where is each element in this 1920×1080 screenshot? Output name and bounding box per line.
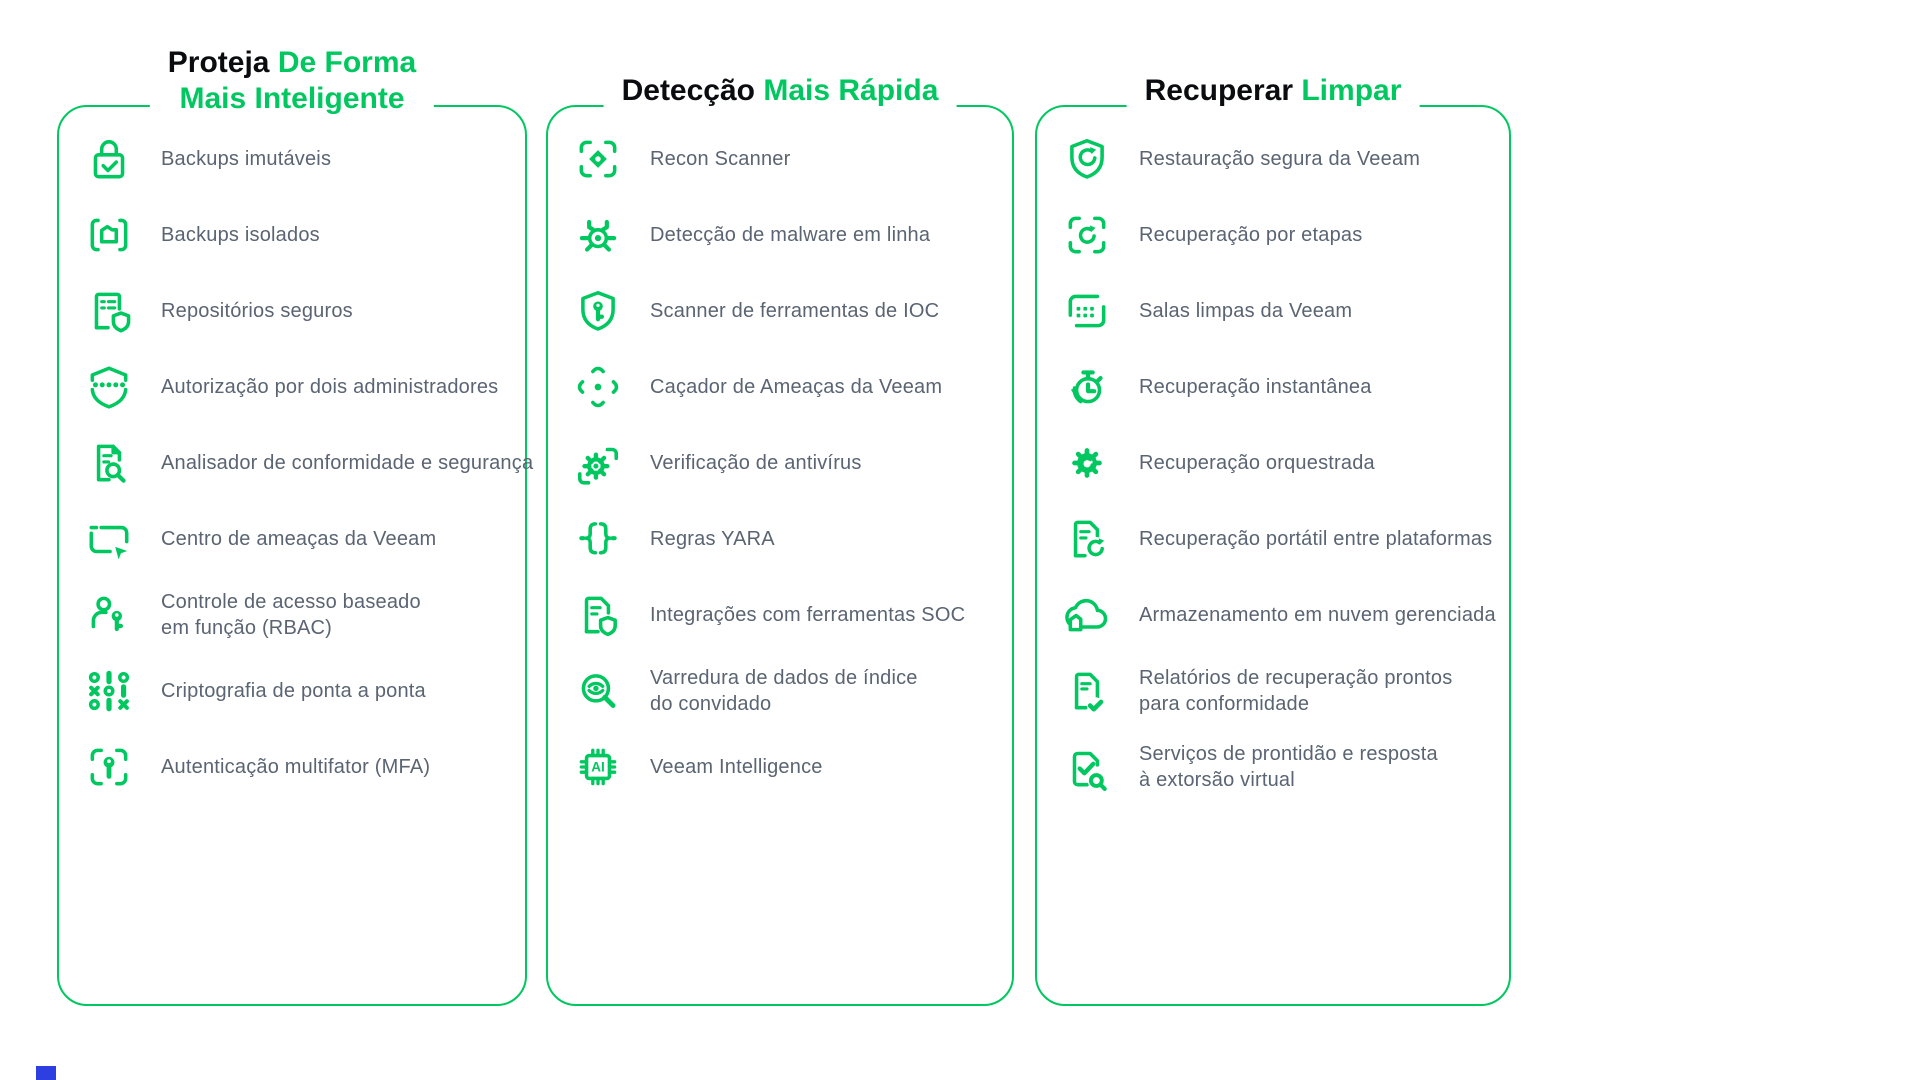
item-label: Scanner de ferramentas de IOC <box>650 300 940 322</box>
list-item: Repositórios seguros <box>83 273 525 349</box>
list-item: Recon Scanner <box>572 121 1012 197</box>
list-item: Regras YARA <box>572 501 1012 577</box>
item-label: Controle de acesso baseado em função (RB… <box>161 591 421 639</box>
item-label: Autorização por dois administradores <box>161 376 499 398</box>
card-detect: Detecção Mais Rápida Recon Scanner Detec… <box>546 73 1014 1006</box>
list-item: Autorização por dois administradores <box>83 349 525 425</box>
window-cursor-icon <box>83 513 135 565</box>
binary-grid-icon <box>83 665 135 717</box>
list-item: Scanner de ferramentas de IOC <box>572 273 1012 349</box>
item-label: Caçador de Ameaças da Veeam <box>650 376 943 398</box>
crosshair-dot-icon <box>572 361 624 413</box>
list-item: Relatórios de recuperação prontos para c… <box>1061 653 1509 729</box>
report-check-icon <box>1061 665 1113 717</box>
document-restore-icon <box>1061 513 1113 565</box>
repository-shield-icon <box>83 285 135 337</box>
recover-item-list: Restauração segura da Veeam Recuperação … <box>1037 107 1509 805</box>
document-shield-icon <box>572 589 624 641</box>
item-label: Salas limpas da Veeam <box>1139 300 1353 322</box>
magnifier-eye-icon <box>572 665 624 717</box>
item-label: Repositórios seguros <box>161 300 353 322</box>
item-label: Restauração segura da Veeam <box>1139 148 1421 170</box>
list-item: Verificação de antivírus <box>572 425 1012 501</box>
bottom-left-blue-mark <box>36 1066 56 1080</box>
list-item: Recuperação portátil entre plataformas <box>1061 501 1509 577</box>
item-label: Detecção de malware em linha <box>650 224 931 246</box>
lock-check-icon <box>83 133 135 185</box>
item-label: Recuperação orquestrada <box>1139 452 1375 474</box>
list-item: Autenticação multifator (MFA) <box>83 729 525 805</box>
list-item: Armazenamento em nuvem gerenciada <box>1061 577 1509 653</box>
list-item: Varredura de dados de índice do convidad… <box>572 653 1012 729</box>
item-label: Veeam Intelligence <box>650 756 823 778</box>
curly-braces-icon <box>572 513 624 565</box>
list-item: AI Veeam Intelligence <box>572 729 1012 805</box>
list-item: Recuperação por etapas <box>1061 197 1509 273</box>
title-green-part: Mais Rápida <box>763 74 939 107</box>
list-item: Centro de ameaças da Veeam <box>83 501 525 577</box>
item-label: Integrações com ferramentas SOC <box>650 604 966 626</box>
list-item: Analisador de conformidade e segurança <box>83 425 533 501</box>
document-magnifier-icon <box>83 437 135 489</box>
list-item: Detecção de malware em linha <box>572 197 1012 273</box>
list-item: Criptografia de ponta a ponta <box>83 653 525 729</box>
item-label: Regras YARA <box>650 528 775 550</box>
scan-target-icon <box>572 133 624 185</box>
item-label: Analisador de conformidade e segurança <box>161 452 534 474</box>
item-label: Backups imutáveis <box>161 148 332 170</box>
title-green-part: De Forma <box>277 46 417 79</box>
shield-restore-icon <box>1061 133 1113 185</box>
svg-text:AI: AI <box>591 760 605 775</box>
title-black-part: Detecção <box>621 74 755 107</box>
list-item: Recuperação orquestrada <box>1061 425 1509 501</box>
detect-item-list: Recon Scanner Detecção de malware em lin… <box>548 107 1012 805</box>
card-recover: Recuperar Limpar Restauração segura da V… <box>1035 73 1511 1006</box>
item-label: Recon Scanner <box>650 148 791 170</box>
user-key-icon <box>83 589 135 641</box>
stopwatch-restore-icon <box>1061 361 1113 413</box>
shield-key-icon <box>572 285 624 337</box>
protect-item-list: Backups imutáveis Backups isolados Repos… <box>59 107 533 805</box>
title-green-part: Limpar <box>1301 74 1402 107</box>
item-label: Backups isolados <box>161 224 320 246</box>
ai-chip-icon: AI <box>572 741 624 793</box>
malware-bug-icon <box>572 209 624 261</box>
item-label: Criptografia de ponta a ponta <box>161 680 426 702</box>
key-scan-brackets-icon <box>83 741 135 793</box>
item-label: Relatórios de recuperação prontos para c… <box>1139 667 1453 715</box>
gear-brackets-icon <box>572 437 624 489</box>
cleanroom-frame-icon <box>1061 285 1113 337</box>
list-item: Backups imutáveis <box>83 121 525 197</box>
item-label: Armazenamento em nuvem gerenciada <box>1139 604 1496 626</box>
item-label: Serviços de prontidão e resposta à extor… <box>1139 743 1438 791</box>
title-green-part: Mais Inteligente <box>179 82 405 115</box>
item-label: Centro de ameaças da Veeam <box>161 528 437 550</box>
list-item: Caçador de Ameaças da Veeam <box>572 349 1012 425</box>
list-item: Controle de acesso baseado em função (RB… <box>83 577 525 653</box>
list-item: Restauração segura da Veeam <box>1061 121 1509 197</box>
card-recover-title: Recuperar Limpar <box>1126 73 1420 113</box>
list-item: Backups isolados <box>83 197 525 273</box>
list-item: Integrações com ferramentas SOC <box>572 577 1012 653</box>
list-item: Recuperação instantânea <box>1061 349 1509 425</box>
report-check-magnifier-icon <box>1061 741 1113 793</box>
item-label: Recuperação por etapas <box>1139 224 1363 246</box>
item-label: Autenticação multifator (MFA) <box>161 756 431 778</box>
item-label: Verificação de antivírus <box>650 452 862 474</box>
item-label: Varredura de dados de índice do convidad… <box>650 667 918 715</box>
gear-restore-icon <box>1061 437 1113 489</box>
title-black-part: Recuperar <box>1144 74 1294 107</box>
card-detect-title: Detecção Mais Rápida <box>603 73 957 113</box>
title-black-part: Proteja <box>167 46 270 79</box>
shield-dots-icon <box>83 361 135 413</box>
item-label: Recuperação instantânea <box>1139 376 1372 398</box>
restore-brackets-icon <box>1061 209 1113 261</box>
item-label: Recuperação portátil entre plataformas <box>1139 528 1493 550</box>
list-item: Salas limpas da Veeam <box>1061 273 1509 349</box>
list-item: Serviços de prontidão e resposta à extor… <box>1061 729 1509 805</box>
isolated-folder-brackets-icon <box>83 209 135 261</box>
cloud-folder-icon <box>1061 589 1113 641</box>
